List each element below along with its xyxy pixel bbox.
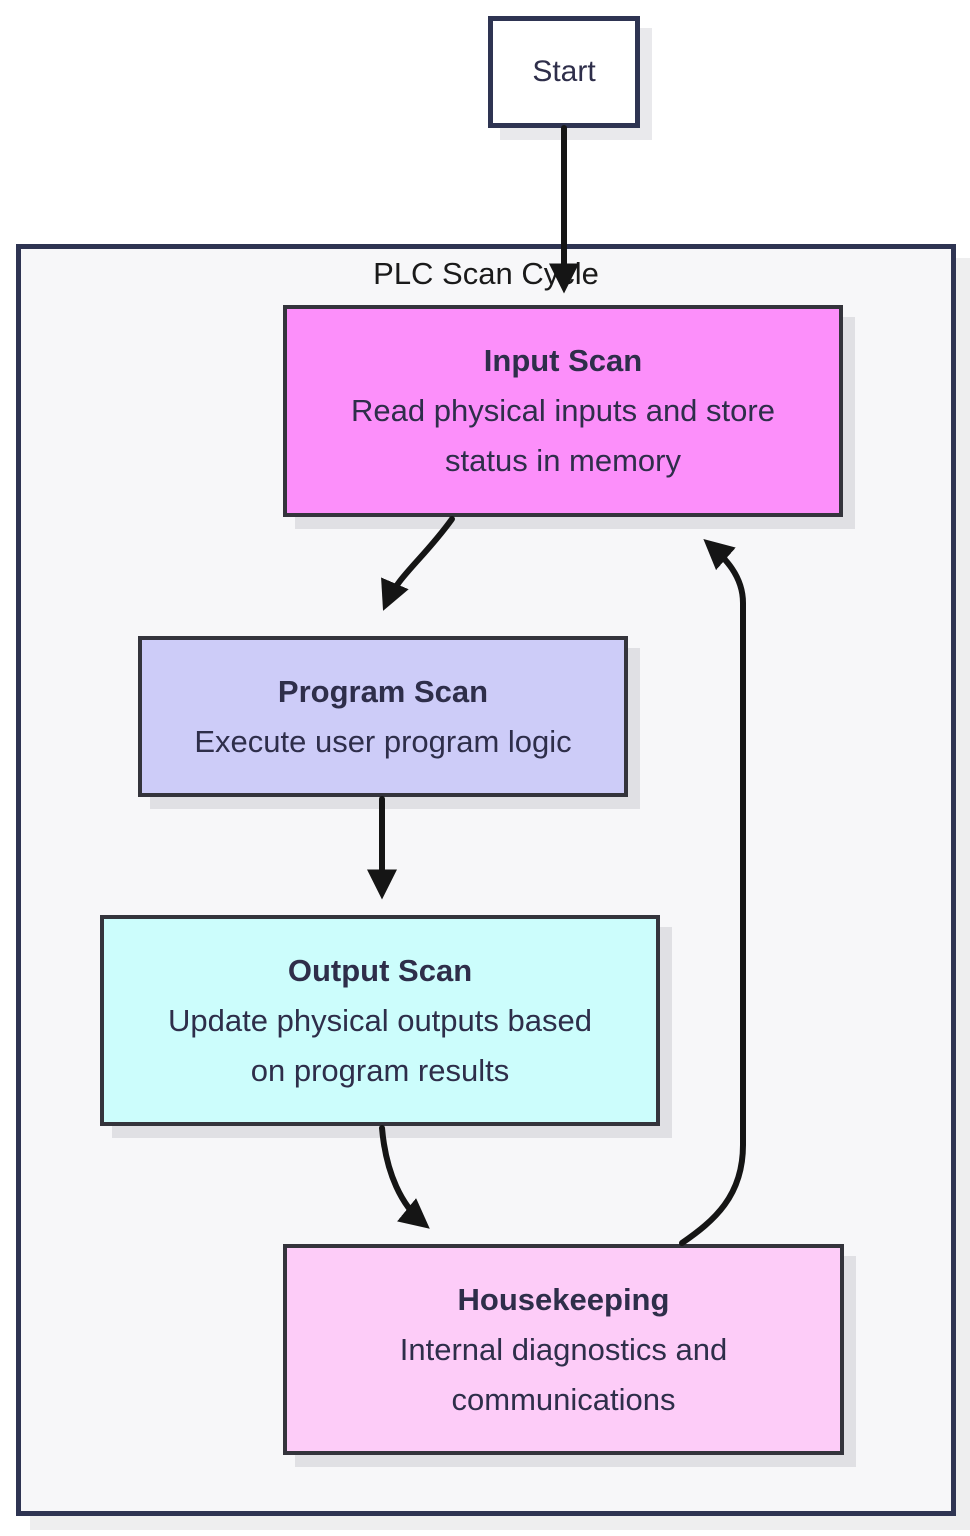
program-scan-title: Program Scan [277, 673, 489, 709]
output-scan-title: Output Scan [287, 952, 473, 988]
input-scan-title: Input Scan [483, 343, 643, 378]
node-housekeeping: Housekeeping Internal diagnostics and co… [283, 1244, 844, 1455]
start-node-label: Start [532, 55, 596, 88]
housekeeping-desc-line-1: Internal diagnostics and [399, 1331, 728, 1367]
output-scan-desc-line-1: Update physical outputs based [168, 1002, 592, 1038]
housekeeping-title: Housekeeping [457, 1281, 670, 1317]
input-scan-desc-line-1: Read physical inputs and store [351, 393, 775, 428]
node-output-scan: Output Scan Update physical outputs base… [100, 915, 660, 1126]
node-program-scan: Program Scan Execute user program logic [138, 636, 628, 797]
plc-scan-cycle-label: PLC Scan Cycle [373, 256, 599, 291]
input-scan-desc-line-2: status in memory [444, 443, 681, 478]
start-node: Start [488, 16, 640, 128]
node-input-scan: Input Scan Read physical inputs and stor… [283, 305, 843, 517]
program-scan-desc-line-1: Execute user program logic [194, 723, 572, 759]
output-scan-desc-line-2: on program results [250, 1052, 510, 1088]
housekeeping-desc-line-2: communications [451, 1381, 676, 1417]
